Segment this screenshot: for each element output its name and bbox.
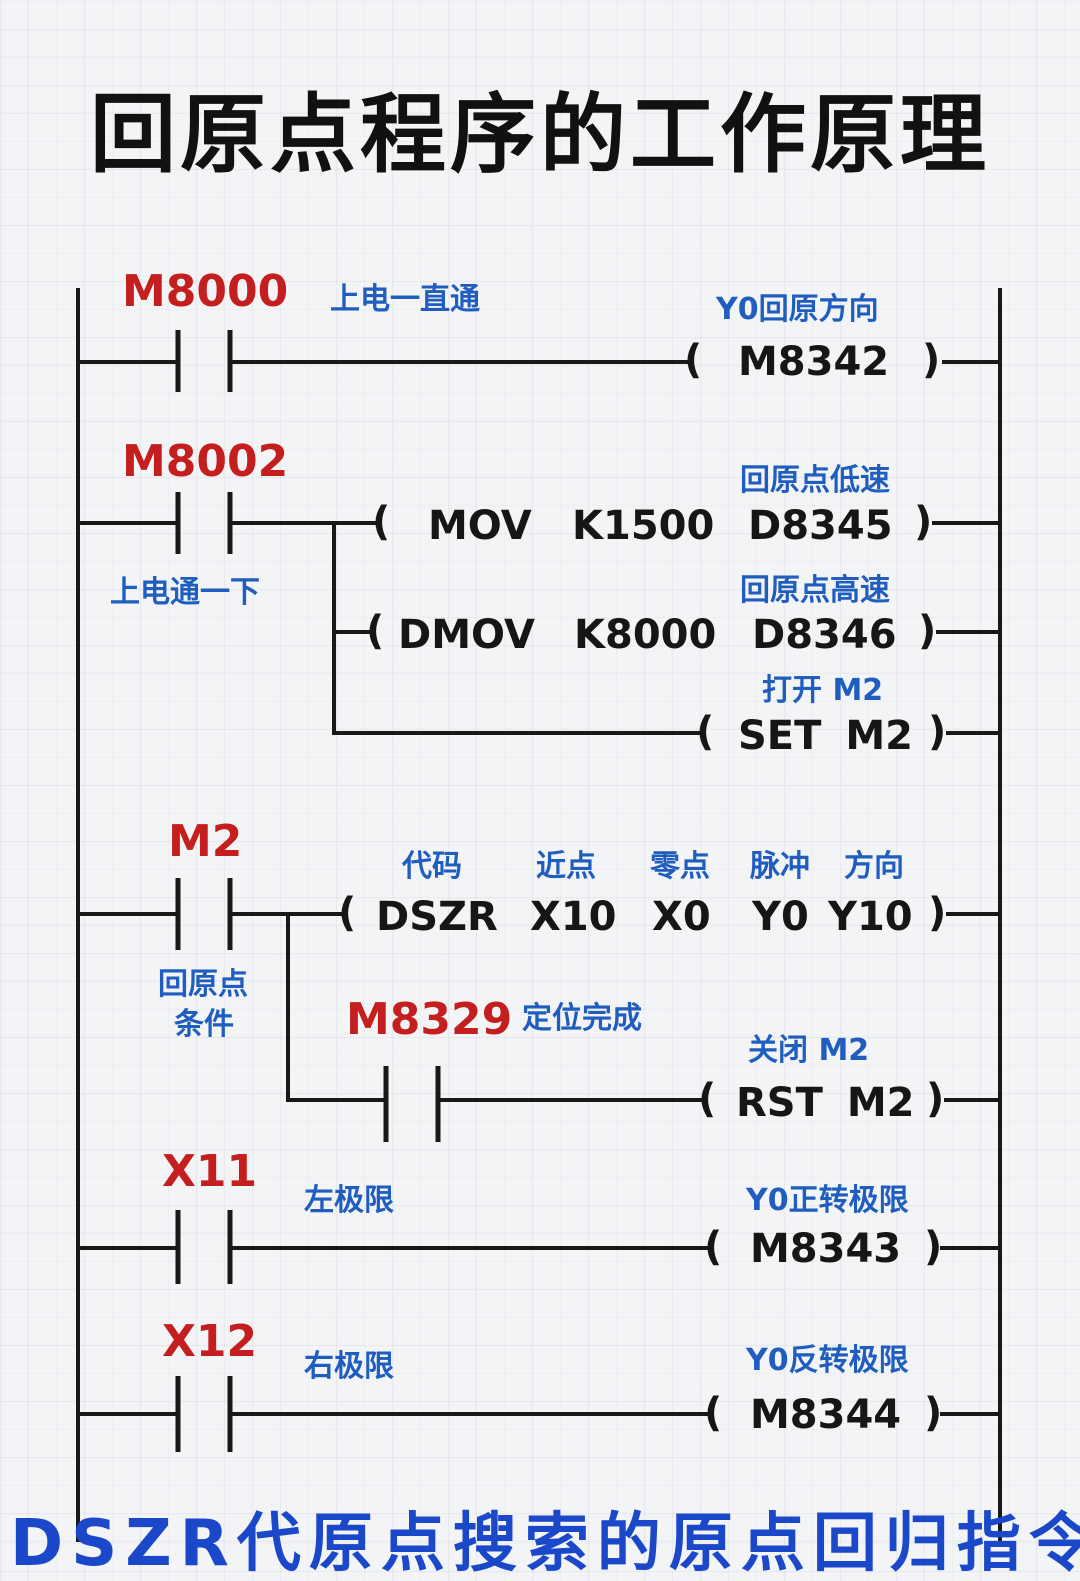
instr-src-k8000: K8000 <box>574 612 717 658</box>
coil-label-m8342: M8342 <box>738 339 890 385</box>
coil-label-m8344: M8344 <box>750 1392 902 1438</box>
coil-note-rst: 关闭 M2 <box>748 1033 870 1068</box>
coil-note-m8343: Y0正转极限 <box>746 1183 909 1218</box>
coil-label-rst-m2: RST M2 <box>736 1080 915 1126</box>
coil-close-paren: ) <box>924 1390 943 1436</box>
dszr-label-direction: 方向 <box>844 849 904 884</box>
dszr-arg-y0: Y0 <box>752 894 809 940</box>
contact-m8000-symbol <box>175 330 233 392</box>
contact-m8329-symbol <box>383 1066 441 1142</box>
coil-label-m8343: M8343 <box>750 1226 902 1272</box>
dszr-arg-x10: X10 <box>530 894 617 940</box>
instr-src-k1500: K1500 <box>572 503 715 549</box>
coil-close-paren: ) <box>924 1224 943 1270</box>
instr-open-paren: ( <box>338 890 357 936</box>
rung-2 <box>76 492 1002 735</box>
rung-4 <box>76 1210 1002 1284</box>
coil-open-paren: ( <box>704 1224 723 1270</box>
instr-close-paren: ) <box>928 709 947 755</box>
dszr-arg-y10: Y10 <box>828 894 913 940</box>
coil-open-paren: ( <box>704 1390 723 1436</box>
instr-close-paren: ) <box>928 890 947 936</box>
instr-dst-d8345: D8345 <box>748 503 893 549</box>
coil-note-m8342: Y0回原方向 <box>716 292 879 327</box>
dszr-label-zero: 零点 <box>650 849 710 884</box>
contact-m2-symbol <box>175 878 233 950</box>
contact-note-x12: 右极限 <box>304 1349 394 1384</box>
page-title: 回原点程序的工作原理 <box>90 85 990 185</box>
instr-op-mov: MOV <box>428 503 532 549</box>
dszr-arg-x0: X0 <box>652 894 711 940</box>
instr-open-paren: ( <box>366 608 385 654</box>
contact-label-x11: X11 <box>162 1146 258 1197</box>
dszr-op: DSZR <box>376 894 498 940</box>
instr-note-mov: 回原点低速 <box>740 463 890 498</box>
contact-label-m8002: M8002 <box>122 436 289 487</box>
contact-x11-symbol <box>175 1210 233 1284</box>
instr-note-set: 打开 M2 <box>762 673 884 708</box>
dszr-label-pulse: 脉冲 <box>750 849 810 884</box>
contact-x12-symbol <box>175 1376 233 1452</box>
contact-note-m2-line2: 条件 <box>174 1007 234 1042</box>
coil-open-paren: ( <box>698 1076 717 1122</box>
coil-open-paren: ( <box>684 337 703 383</box>
coil-close-paren: ) <box>926 1076 945 1122</box>
contact-note-x11: 左极限 <box>304 1183 394 1218</box>
rung-3 <box>76 878 1002 1142</box>
contact-label-m8329: M8329 <box>346 994 513 1045</box>
contact-note-m8329: 定位完成 <box>522 1001 642 1036</box>
rung-5 <box>76 1376 1002 1452</box>
contact-note-m8002: 上电通一下 <box>110 575 260 610</box>
rung-1 <box>76 330 1002 392</box>
instr-close-paren: ) <box>918 608 937 654</box>
contact-note-m2-line1: 回原点 <box>158 967 248 1002</box>
contact-label-x12: X12 <box>162 1316 258 1367</box>
dszr-label-code: 代码 <box>402 849 462 884</box>
footer-caption: DSZR代原点搜索的原点回归指令 <box>10 1507 1080 1581</box>
instr-set-m2: SET M2 <box>738 713 913 759</box>
contact-label-m8000: M8000 <box>122 266 289 317</box>
instr-open-paren: ( <box>696 709 715 755</box>
instr-open-paren: ( <box>372 499 391 545</box>
coil-note-m8344: Y0反转极限 <box>746 1343 909 1378</box>
contact-label-m2: M2 <box>168 816 243 867</box>
dszr-label-near: 近点 <box>536 849 596 884</box>
instr-op-dmov: DMOV <box>398 612 535 658</box>
instr-note-dmov: 回原点高速 <box>740 573 890 608</box>
coil-close-paren: ) <box>922 337 941 383</box>
instr-dst-d8346: D8346 <box>752 612 897 658</box>
instr-close-paren: ) <box>914 499 933 545</box>
contact-m8002-symbol <box>175 492 233 554</box>
contact-note-m8000: 上电一直通 <box>330 282 480 317</box>
ladder-diagram <box>76 288 1002 1542</box>
